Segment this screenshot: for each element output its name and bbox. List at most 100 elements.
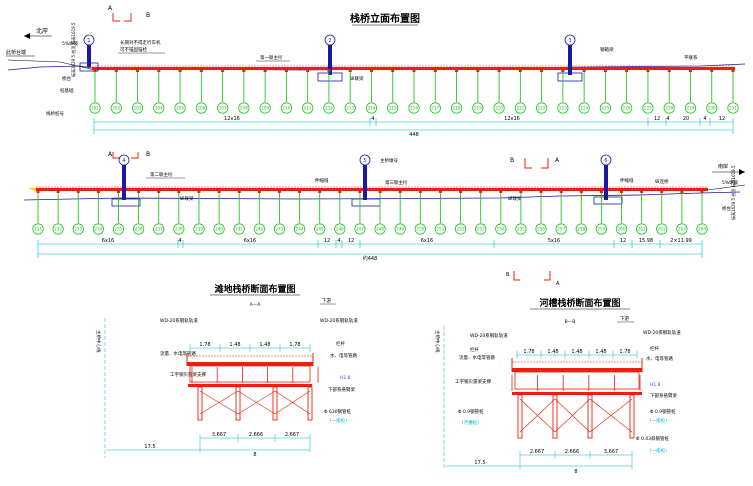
river-pile	[517, 394, 523, 439]
top-pile-marker	[663, 102, 675, 114]
top-pile-label: 211	[304, 106, 312, 111]
top-pile-label: 223	[559, 106, 567, 111]
bottom-pile-cap	[459, 190, 463, 193]
top-pile-label: 208	[240, 106, 248, 111]
svg-text:1.78: 1.78	[289, 342, 300, 348]
bottom-pile-label: 261	[638, 227, 646, 232]
bottom-pile-marker	[273, 223, 286, 235]
svg-text:2×11.99: 2×11.99	[670, 238, 692, 244]
svg-text:栈桥桩号: 栈桥桩号	[46, 110, 64, 117]
river-top-dims	[516, 351, 638, 359]
svg-text:3.667: 3.667	[604, 449, 618, 455]
bottom-pile-marker	[676, 223, 688, 235]
north-label: 北岸	[36, 27, 48, 35]
top-pile-label: 214	[367, 106, 375, 111]
svg-text:标高1629 5 桩顶 标高1619.5: 标高1629 5 桩顶 标高1619.5	[730, 165, 736, 220]
bottom-pile-marker	[52, 223, 64, 235]
bottom-pile-cap	[237, 190, 241, 193]
top-pile-cap	[476, 69, 480, 72]
pier-2: 2	[317, 34, 343, 82]
bottom-pile-cap	[298, 190, 302, 193]
bottom-pile-label: 248	[376, 227, 384, 232]
bottom-pile-label: 237	[155, 227, 163, 232]
bottom-pile-cap	[599, 190, 603, 193]
land-brace	[237, 390, 276, 415]
svg-text:(一般桩): (一般桩)	[330, 417, 347, 424]
bottom-pile-marker	[213, 223, 225, 235]
bottom-pile-cap	[36, 190, 40, 193]
bottom-pile-marker	[233, 223, 245, 235]
top-pile-marker	[514, 102, 526, 114]
top-pile-label: 218	[453, 106, 461, 111]
bottom-pile-label: 250	[416, 227, 424, 232]
top-pile-marker	[578, 102, 590, 114]
svg-text:A—A: A—A	[250, 302, 262, 308]
top-pile-cap	[412, 69, 416, 72]
bottom-pile-marker	[696, 223, 708, 235]
bottom-pile-label: 235	[114, 227, 122, 232]
svg-text:伸缩缝: 伸缩缝	[315, 177, 329, 184]
svg-text:流量、水电等管路: 流量、水电等管路	[160, 350, 196, 357]
top-pile-marker	[599, 102, 612, 114]
top-pile-marker	[387, 102, 399, 114]
svg-text:17.5: 17.5	[474, 460, 485, 466]
top-pile-marker	[472, 102, 484, 114]
svg-text:桥台: 桥台	[722, 205, 731, 212]
bottom-pile-marker	[454, 223, 467, 235]
bottom-pile-marker	[414, 223, 426, 235]
top-pile-marker	[302, 102, 314, 114]
bottom-pile-cap	[76, 190, 80, 193]
svg-text:桩基础: 桩基础	[60, 87, 74, 94]
bottom-pile-marker	[615, 223, 628, 235]
bottom-pile-cap	[680, 190, 684, 193]
bottom-pile-label: 239	[195, 227, 203, 232]
deck-bottom	[36, 186, 708, 191]
svg-text:第三联主桁: 第三联主桁	[385, 179, 408, 186]
bottom-pile-cap	[438, 190, 442, 193]
svg-text:12: 12	[620, 238, 626, 244]
svg-text:4: 4	[371, 116, 374, 122]
svg-text:第二联主桁: 第二联主桁	[150, 171, 173, 178]
bottom-pile-label: 240	[215, 227, 223, 232]
top-pile-label: 226	[623, 106, 631, 111]
top-pile-marker	[323, 102, 335, 114]
svg-text:流量、水电等管路: 流量、水电等管路	[459, 354, 495, 361]
svg-text:Φ 0.9钢管桩: Φ 0.9钢管桩	[458, 408, 484, 415]
bottom-pile-label: 232	[54, 227, 62, 232]
bottom-pile-cap	[418, 190, 422, 193]
top-pile-label: 215	[389, 106, 397, 111]
bottom-pile-cap	[519, 190, 523, 193]
pier-3: 3	[557, 34, 583, 82]
bottom-pile-label: 252	[457, 227, 465, 232]
svg-text:4: 4	[178, 238, 181, 244]
river-deck	[511, 358, 643, 390]
bottom-pile-cap	[318, 190, 322, 193]
bottom-pile-label: 258	[577, 227, 585, 232]
top-pile-cap	[178, 69, 182, 72]
svg-text:WD-20系钢轨轨道: WD-20系钢轨轨道	[470, 332, 508, 339]
svg-text:A: A	[108, 151, 113, 158]
top-pile-cap	[455, 69, 459, 72]
top-pile-cap	[93, 69, 97, 72]
top-pile-cap	[731, 69, 735, 72]
top-pile-marker	[153, 102, 165, 114]
top-pile-marker	[557, 102, 569, 114]
svg-text:12: 12	[324, 238, 330, 244]
pier-6: 6	[593, 154, 623, 205]
svg-text:15.98: 15.98	[639, 238, 653, 244]
top-pile-cap	[497, 69, 501, 72]
top-pile-cap	[157, 69, 161, 72]
svg-text:6x16: 6x16	[244, 238, 257, 244]
svg-text:8: 8	[253, 452, 256, 458]
svg-text:WD-20系钢轨轨道: WD-20系钢轨轨道	[320, 317, 358, 324]
top-pile-label: 220	[495, 106, 503, 111]
pier-1: 1	[79, 34, 99, 72]
top-pile-marker	[706, 102, 718, 114]
land-section-title: 滩地栈桥断面布置图	[214, 283, 295, 295]
top-elevation-view: 北岸 此桥台端 5%纵坡 桥台 桩基础 栈桥桩号 长期对不得走行车机 可不锚固锚…	[6, 22, 746, 138]
bottom-pile-cap	[358, 190, 362, 193]
top-pile-label: 203	[134, 106, 142, 111]
bottom-pile-marker	[193, 223, 205, 235]
svg-text:12x16: 12x16	[224, 116, 240, 122]
